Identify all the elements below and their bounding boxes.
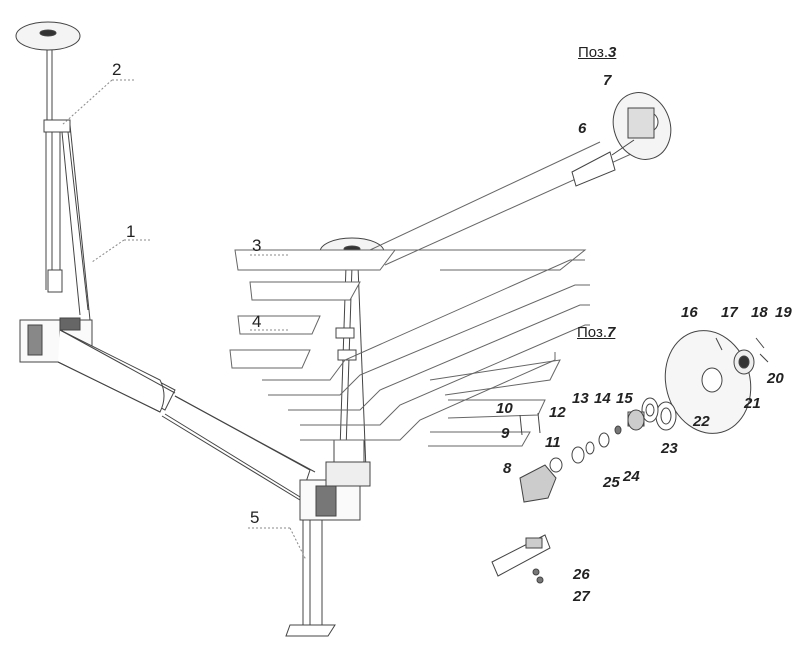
callout-10: 10 <box>496 400 513 417</box>
position-prefix: Поз. <box>578 44 608 61</box>
callout-2: 2 <box>112 60 122 79</box>
callout-6: 6 <box>578 120 587 137</box>
callout-26: 26 <box>573 566 590 583</box>
callout-16: 16 <box>681 304 698 321</box>
callout-5: 5 <box>250 508 260 527</box>
callout-7: 7 <box>603 72 612 89</box>
callout-12: 12 <box>549 404 566 421</box>
position-number: 3 <box>608 44 617 61</box>
callout-9: 9 <box>501 425 510 442</box>
leader-lines <box>61 79 307 561</box>
left-post-assembly <box>15 21 93 363</box>
callout-13: 13 <box>572 390 589 407</box>
position-prefix: Поз. <box>577 324 607 341</box>
position-label-7: Поз.7 <box>577 324 615 341</box>
callout-24: 24 <box>623 468 640 485</box>
callout-3: 3 <box>252 236 262 255</box>
main-beam <box>57 329 316 501</box>
position-label-3: Поз.3 <box>578 44 616 61</box>
callout-27: 27 <box>573 588 590 605</box>
detail-pos-7 <box>491 330 769 584</box>
callout-11: 11 <box>545 434 561 451</box>
callout-4: 4 <box>252 312 262 331</box>
callout-1: 1 <box>126 222 136 241</box>
callout-22: 22 <box>693 413 710 430</box>
callout-21: 21 <box>744 395 761 412</box>
callout-14: 14 <box>594 390 611 407</box>
callout-18: 18 <box>751 304 768 321</box>
callout-8: 8 <box>503 460 512 477</box>
position-number: 7 <box>607 324 616 341</box>
middle-mast <box>319 237 385 487</box>
detail-pos-3 <box>571 92 672 187</box>
lower-leg <box>285 479 361 637</box>
callout-17: 17 <box>721 304 738 321</box>
callout-25: 25 <box>603 474 620 491</box>
callout-19: 19 <box>775 304 792 321</box>
callout-15: 15 <box>616 390 633 407</box>
callout-20: 20 <box>767 370 784 387</box>
callout-23: 23 <box>661 440 678 457</box>
